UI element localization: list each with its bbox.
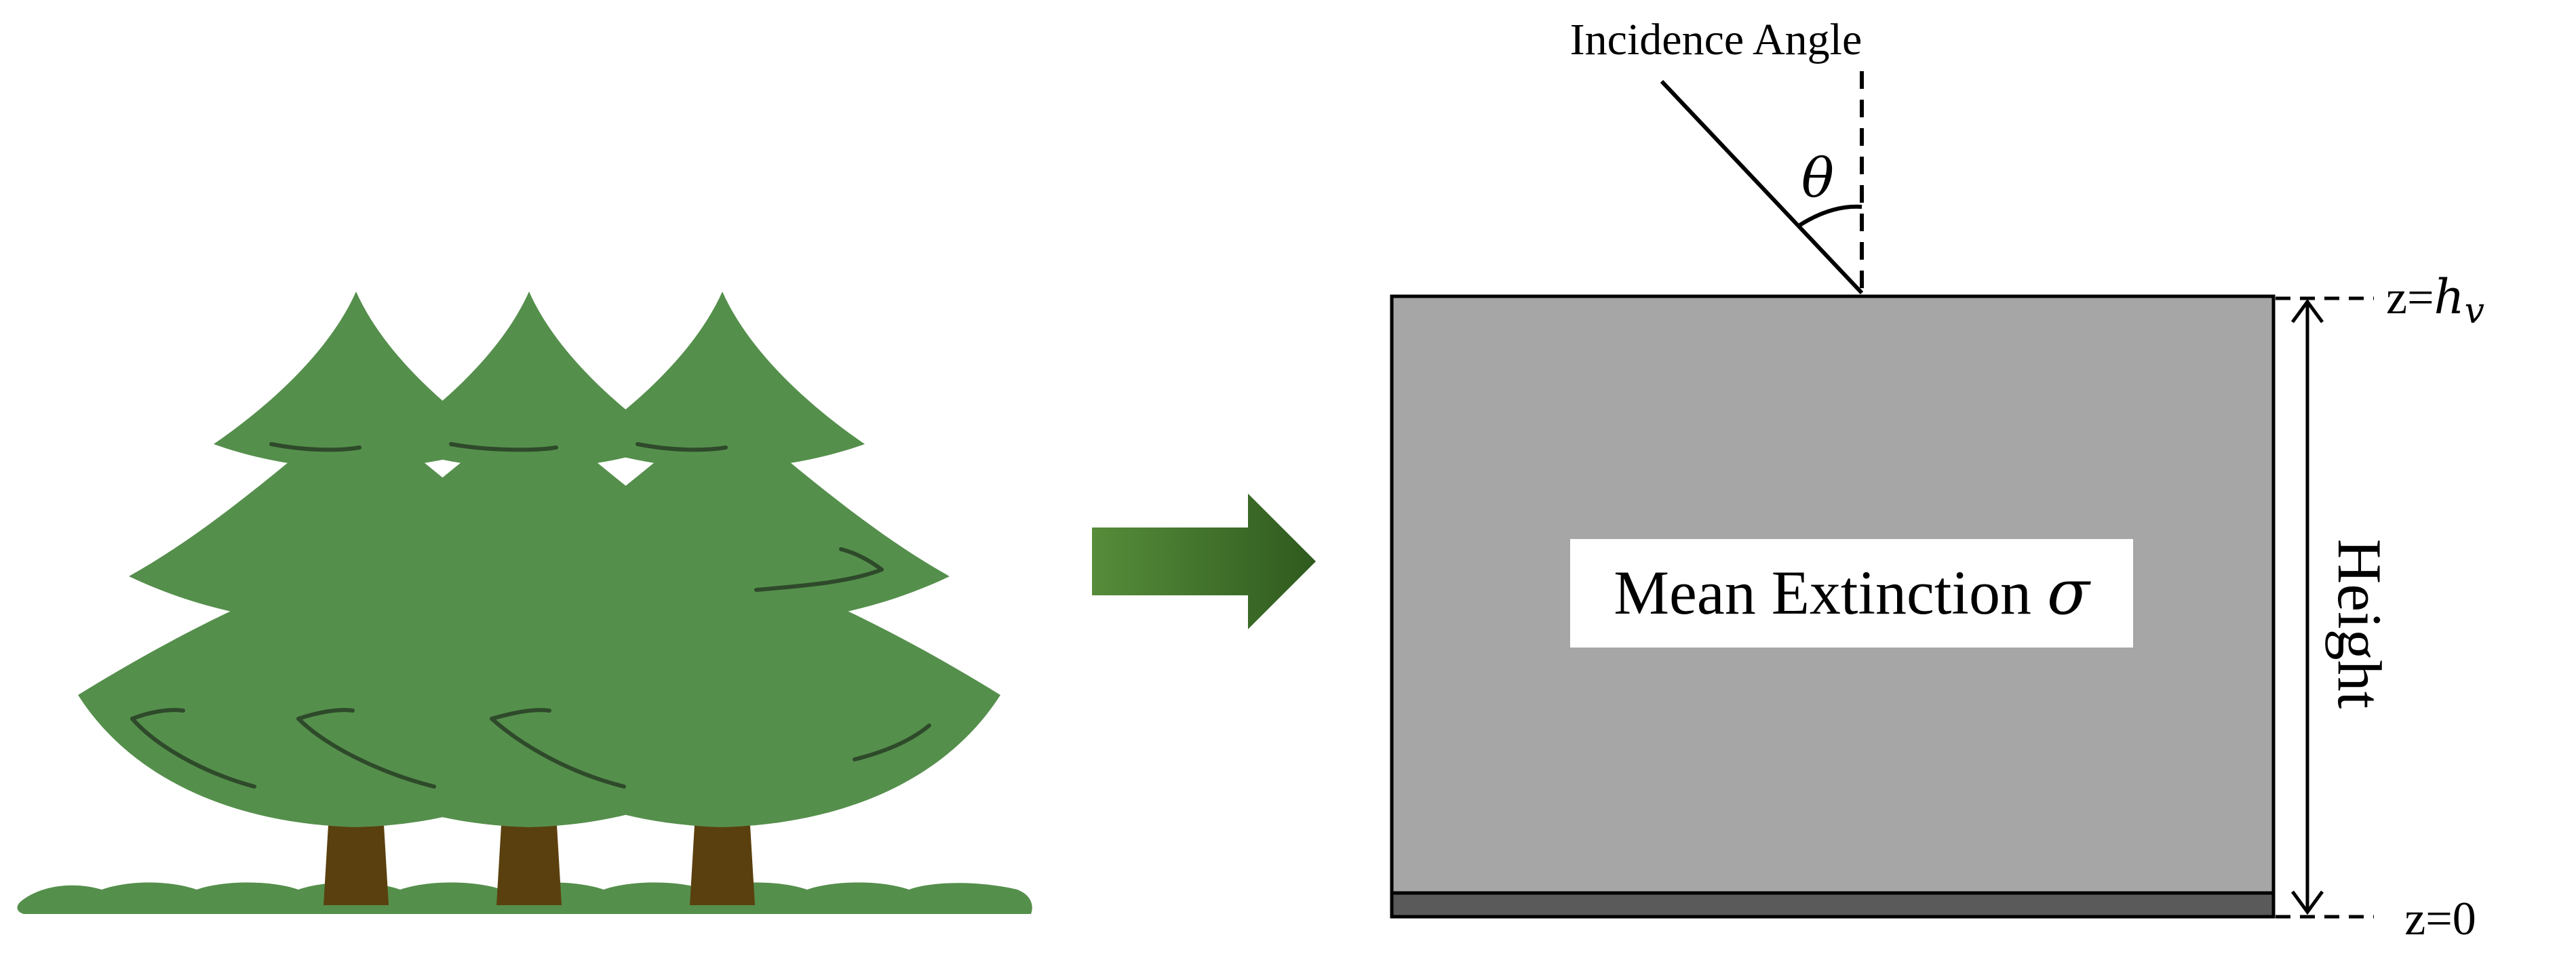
sigma-symbol: σ	[2047, 556, 2091, 629]
top-label-var: h	[2434, 269, 2465, 325]
layer-model: Mean Extinction σ θ Incidence Angle Heig…	[1390, 15, 2484, 945]
angle-arc	[1797, 204, 1862, 228]
extinction-label-box	[1570, 539, 2133, 648]
pine-trees-icon	[17, 292, 1032, 914]
top-height-label: z=hv	[2386, 269, 2484, 332]
right-arrow-icon	[1092, 494, 1316, 629]
mean-extinction-label: Mean Extinction σ	[1614, 556, 2091, 629]
ground-layer	[1390, 891, 2276, 919]
incidence-angle-label: Incidence Angle	[1570, 15, 1862, 64]
height-arrow	[2290, 298, 2324, 915]
mean-extinction-text: Mean Extinction	[1614, 558, 2047, 627]
bottom-height-label: z=0	[2404, 893, 2476, 945]
tree-shading	[130, 442, 931, 789]
theta-symbol: θ	[1801, 146, 1834, 210]
incidence-ray	[1660, 79, 1864, 295]
top-label-prefix: z=	[2386, 272, 2434, 324]
top-label-sub: v	[2465, 291, 2484, 332]
height-label: Height	[2325, 539, 2394, 709]
